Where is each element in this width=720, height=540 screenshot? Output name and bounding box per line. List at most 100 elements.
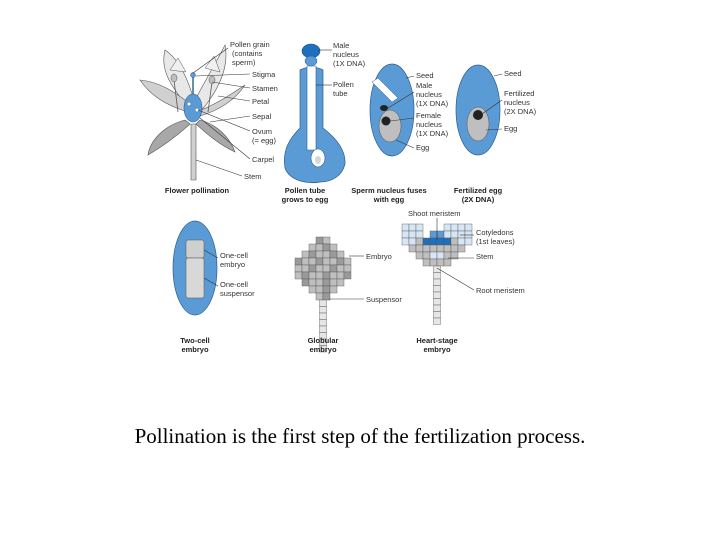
embryo-cell <box>336 264 345 273</box>
label-petal: Petal <box>252 97 269 106</box>
embryo-cell <box>329 271 338 280</box>
heart-cell <box>464 237 473 246</box>
embryo-cell <box>301 278 310 287</box>
heart-cell <box>457 223 466 232</box>
embryo-cell <box>294 257 303 266</box>
label-pollen-tube: Pollen <box>333 80 354 89</box>
label-pollen-sperm: sperm) <box>232 58 256 67</box>
label-sperm-female-dna: (1X DNA) <box>416 129 449 138</box>
heart-stage-embryo-panel: Shoot meristem Cotyledons (1st leaves) S… <box>401 209 525 354</box>
embryo-cell <box>301 271 310 280</box>
label-root-meristem: Root meristem <box>476 286 525 295</box>
caption-globular: Globular <box>308 336 339 345</box>
heart-cell <box>457 230 466 239</box>
label-fertilized-nucleus-2: nucleus <box>504 98 530 107</box>
suspensor-cell <box>433 278 441 286</box>
heart-cell <box>415 244 424 253</box>
label-one-cell-suspensor-2: suspensor <box>220 289 255 298</box>
heart-cell <box>422 244 431 253</box>
caption-globular-2: embryo <box>309 345 337 354</box>
pollen-tube-illustration <box>284 43 346 183</box>
heart-cell <box>415 230 424 239</box>
flower-illustration <box>139 44 246 181</box>
label-stigma: Stigma <box>252 70 276 79</box>
label-ovum: Ovum <box>252 127 272 136</box>
label-stamen: Stamen <box>252 84 278 93</box>
label-pollen-tube-2: tube <box>333 89 348 98</box>
label-fertilized-dna: (2X DNA) <box>504 107 537 116</box>
heart-cell <box>429 258 438 267</box>
embryo-cell <box>322 264 331 273</box>
suspensor-cell <box>433 272 441 280</box>
embryo-cell <box>329 264 338 273</box>
caption-fertilized-egg: Fertilized egg <box>454 186 503 195</box>
heart-cell <box>457 244 466 253</box>
caption-pollen-tube: Pollen tube <box>285 186 325 195</box>
label-seed-2: Seed <box>504 69 522 78</box>
embryo-cell <box>322 292 331 301</box>
two-cell-embryo-panel: One-cell embryo One-cell suspensor Two-c… <box>172 220 255 354</box>
embryo-cell <box>336 257 345 266</box>
embryo-cell <box>322 257 331 266</box>
label-sperm-male: Male <box>416 81 432 90</box>
suspensor-cell <box>433 317 441 325</box>
caption-two-cell: Two-cell <box>180 336 209 345</box>
embryo-cell <box>308 271 317 280</box>
heart-cell <box>450 230 459 239</box>
heart-cell <box>429 251 438 260</box>
caption-flower-pollination: Flower pollination <box>165 186 230 195</box>
heart-cell <box>450 251 459 260</box>
embryo-cell <box>308 278 317 287</box>
label-heart-stem: Stem <box>476 252 494 261</box>
heart-cell <box>415 237 424 246</box>
embryo-cell <box>336 271 345 280</box>
label-sperm-female: Female <box>416 111 441 120</box>
embryo-cell <box>308 250 317 259</box>
embryo-cell <box>315 236 324 245</box>
heart-cell <box>422 258 431 267</box>
embryo-cell <box>308 243 317 252</box>
heart-cell <box>443 237 452 246</box>
label-cotyledons-2: (1st leaves) <box>476 237 515 246</box>
heart-embryo-cells <box>401 223 473 267</box>
heart-cell <box>443 258 452 267</box>
heart-cell <box>450 244 459 253</box>
label-carpel: Carpel <box>252 155 274 164</box>
embryo-cell <box>322 250 331 259</box>
heart-cell <box>401 230 410 239</box>
heart-cell <box>429 244 438 253</box>
embryo-cell <box>308 257 317 266</box>
label-pollen-grain: Pollen grain <box>230 40 270 49</box>
embryo-cell <box>315 257 324 266</box>
heart-cell <box>436 258 445 267</box>
suspensor-cell <box>319 299 327 307</box>
label-seed-1: Seed <box>416 71 434 80</box>
heart-cell <box>443 244 452 253</box>
label-one-cell-embryo-2: embryo <box>220 260 245 269</box>
heart-cell <box>401 223 410 232</box>
embryo-cell <box>322 236 331 245</box>
embryo-cell <box>329 243 338 252</box>
suspensor-cell <box>319 306 327 314</box>
heart-cell <box>408 223 417 232</box>
embryo-cell <box>322 271 331 280</box>
embryo-cell <box>329 285 338 294</box>
embryo-cell <box>315 243 324 252</box>
heart-cell <box>401 237 410 246</box>
label-one-cell-embryo: One-cell <box>220 251 248 260</box>
heart-cell <box>415 223 424 232</box>
suspensor-cell <box>319 319 327 327</box>
heart-cell <box>408 237 417 246</box>
label-sperm-female-2: nucleus <box>416 120 442 129</box>
suspensor-cell <box>319 312 327 320</box>
label-one-cell-suspensor: One-cell <box>220 280 248 289</box>
globular-suspensor-cells <box>319 299 327 353</box>
heart-cell <box>422 237 431 246</box>
label-sperm-egg: Egg <box>416 143 429 152</box>
caption-sperm-fuses: Sperm nucleus fuses <box>351 186 426 195</box>
seed-illustration-2 <box>455 64 501 156</box>
suspensor-cell <box>433 311 441 319</box>
suspensor-cell <box>433 304 441 312</box>
label-sperm-male-dna: (1X DNA) <box>416 99 449 108</box>
